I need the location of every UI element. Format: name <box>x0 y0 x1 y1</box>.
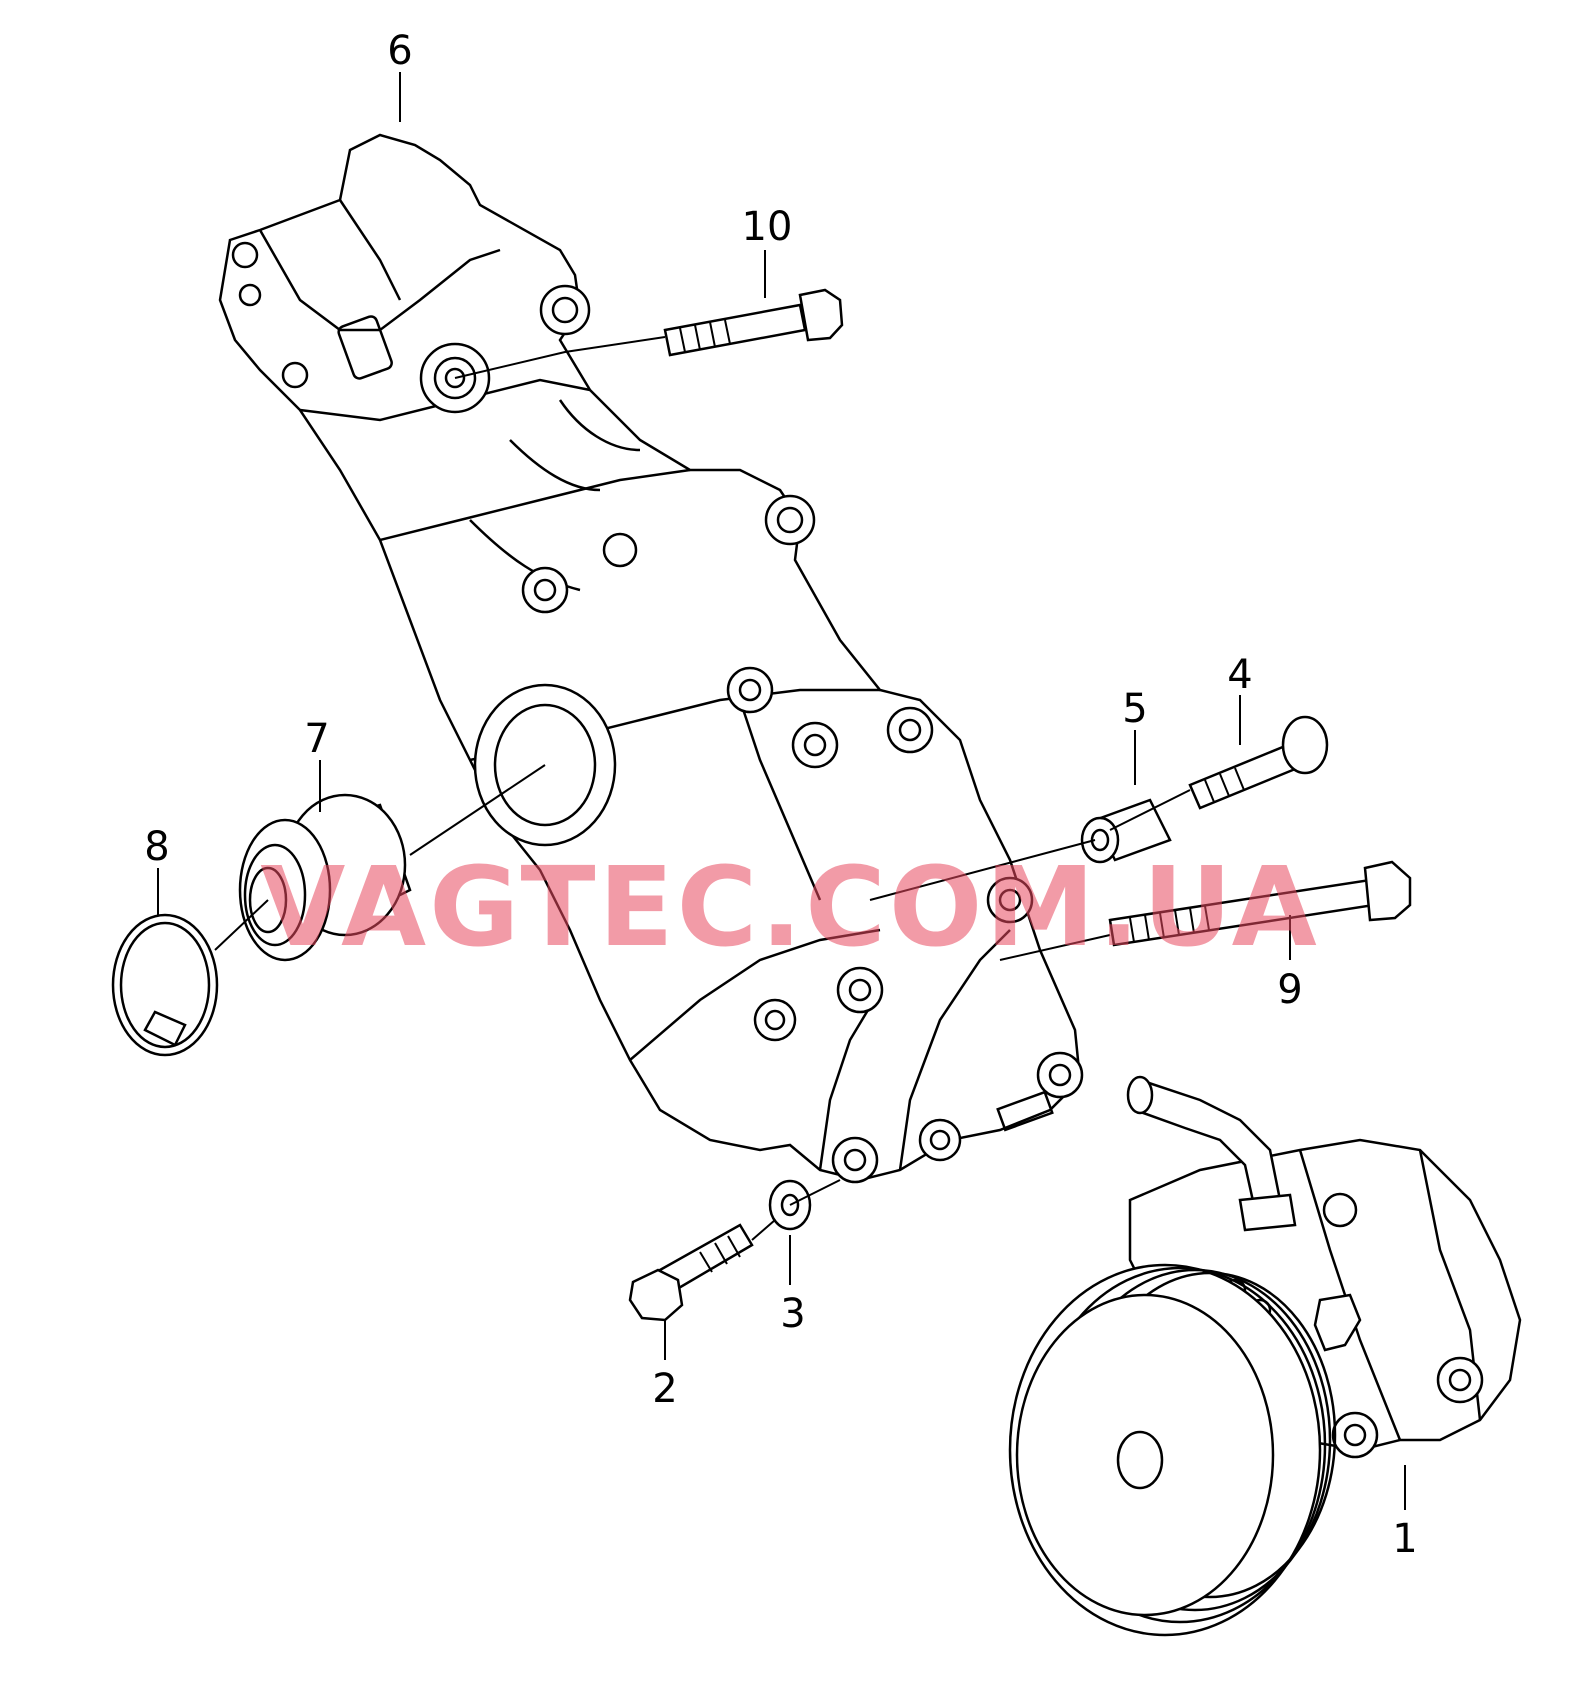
callout-5: 5 <box>1122 686 1147 732</box>
callout-4: 4 <box>1227 652 1252 698</box>
part-9-bolt <box>1108 860 1412 947</box>
part-8-circlip <box>111 913 219 1057</box>
callout-10: 10 <box>742 204 793 250</box>
assembly-lines <box>214 336 1191 1241</box>
callout-6: 6 <box>387 28 412 74</box>
part-5-spacer <box>1080 798 1172 864</box>
part-6-bracket <box>218 133 1084 1184</box>
part-7-roller <box>238 793 412 962</box>
callout-1: 1 <box>1392 1516 1417 1562</box>
leader-lines <box>157 72 1406 1510</box>
part-4-bolt <box>1188 715 1329 810</box>
callout-7: 7 <box>304 716 329 762</box>
callout-9: 9 <box>1277 967 1302 1013</box>
part-1-pump <box>1008 1075 1522 1637</box>
callout-labels: 6 10 7 8 5 4 9 3 2 1 <box>144 28 1417 1562</box>
part-2-bolt <box>628 1223 754 1322</box>
part-10-bolt <box>663 288 844 357</box>
watermark-text: VAGTEC.COM.UA <box>260 843 1319 971</box>
callout-2: 2 <box>652 1366 677 1412</box>
callout-8: 8 <box>144 824 169 870</box>
callout-3: 3 <box>780 1291 805 1337</box>
